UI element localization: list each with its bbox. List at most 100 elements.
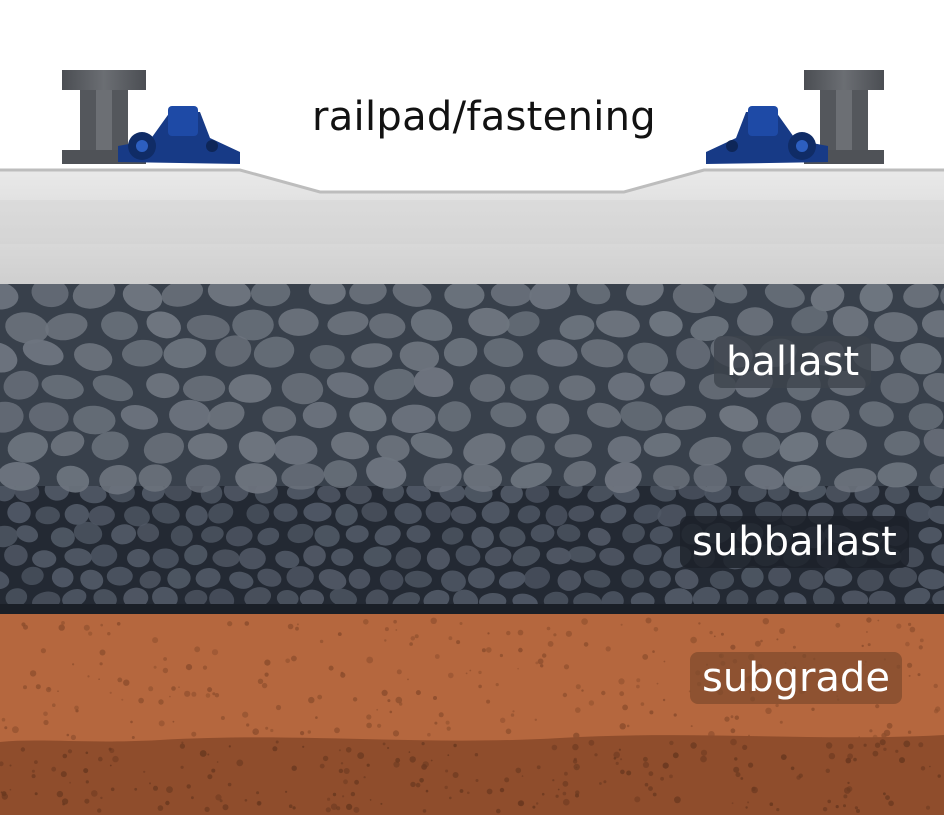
soil-speck [918,742,924,748]
soil-speck [395,696,403,704]
stone [138,464,172,492]
soil-speck [496,808,501,814]
stone [404,570,432,588]
soil-speck [444,785,448,790]
soil-speck [874,742,881,748]
stone [834,468,877,493]
soil-speck [551,744,558,751]
stone [506,311,540,337]
stone [498,571,526,589]
soil-speck [499,653,503,658]
soil-speck [322,755,329,762]
stone [918,526,942,544]
soil-speck [84,798,90,804]
soil-speck [328,665,334,671]
soil-speck [907,730,912,734]
stone [410,432,453,459]
soil-speck [207,753,210,756]
stone [568,505,595,522]
soil-speck [588,700,595,706]
stone [215,335,252,367]
soil-speck [731,802,734,805]
soil-speck [415,782,421,788]
soil-speck [798,773,803,778]
stone [207,278,251,307]
stone [262,406,297,432]
stone [99,464,137,495]
stone [583,570,611,588]
soil-speck [438,712,444,718]
stone [0,462,40,491]
soil-speck [875,704,880,709]
stone [335,504,358,526]
soil-speck [47,687,51,691]
soil-speck [430,617,437,624]
soil-speck [517,667,519,670]
fastening-label: railpad/fastening [312,94,656,140]
stone [737,307,774,336]
soil-speck [517,629,524,636]
soil-speck [521,775,524,777]
soil-speck [652,792,657,797]
deep-subgrade-specks [0,738,941,814]
stone [111,524,137,545]
stone [484,546,512,567]
soil-speck [925,805,931,810]
stone [908,403,944,431]
stone [443,337,478,367]
stone [672,282,716,314]
soil-speck [486,699,491,704]
soil-speck [762,618,769,625]
soil-speck [730,644,736,650]
soil-speck [165,800,170,806]
stone [399,341,440,372]
soil-speck [350,791,356,797]
soil-speck [265,726,269,730]
stone [559,375,596,401]
stone [232,309,274,341]
soil-speck [207,774,213,780]
soil-speck [835,622,841,628]
soil-speck [67,749,73,754]
stone [587,527,611,546]
soil-speck [903,740,911,748]
soil-speck [620,623,623,626]
soil-speck [61,621,65,625]
soil-speck [626,770,632,776]
soil-speck [663,660,666,663]
soil-speck [649,710,654,715]
soil-speck [618,678,625,685]
stone [0,401,24,433]
stone [649,570,671,589]
subgrade-label: subgrade [690,652,902,704]
stone [4,544,28,566]
stone [41,374,84,400]
soil-speck [918,645,923,650]
soil-speck [23,624,28,630]
soil-speck [116,622,121,626]
soil-speck [244,621,250,626]
stone [576,278,611,305]
soil-speck [199,750,207,757]
soil-speck [366,714,372,720]
stone [374,525,401,546]
soil-speck [158,720,165,727]
soil-speck [562,780,569,787]
stone [918,569,944,590]
stone [225,526,253,547]
stone [563,460,597,487]
stone [101,311,138,340]
stone [303,502,332,522]
soil-speck [9,764,12,767]
stone [184,544,208,566]
soil-speck [169,695,171,698]
soil-speck [264,672,269,677]
soil-speck [244,799,248,802]
stone [621,569,645,588]
soil-speck [12,726,19,734]
soil-speck [334,727,340,734]
stone [3,370,39,400]
soil-speck [564,771,568,776]
stone [653,465,690,491]
soil-speck [121,698,124,701]
